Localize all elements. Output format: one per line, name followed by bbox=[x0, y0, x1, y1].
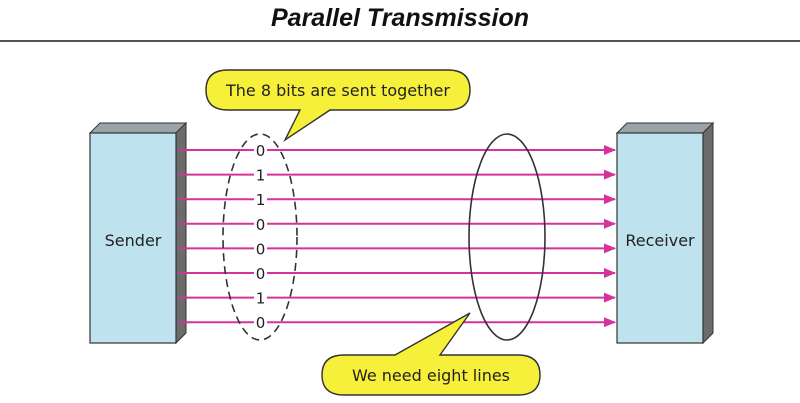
sender-device: Sender bbox=[88, 121, 188, 345]
bit-background-4 bbox=[254, 214, 267, 232]
callout-top-text: The 8 bits are sent together bbox=[225, 81, 450, 100]
transmission-lines bbox=[179, 145, 616, 328]
bit-value-8: 0 bbox=[256, 314, 266, 332]
callout-bottom-text: We need eight lines bbox=[352, 366, 510, 385]
bit-value-4: 0 bbox=[256, 216, 266, 234]
bit-value-3: 1 bbox=[256, 191, 266, 209]
bits-group-ellipse bbox=[222, 133, 298, 341]
bit-background-8 bbox=[254, 313, 267, 331]
receiver-label: Receiver bbox=[625, 231, 695, 250]
bit-values: 0 1 1 0 0 0 1 0 bbox=[254, 141, 267, 332]
lines-group-ellipse bbox=[468, 133, 546, 341]
bit-background-1 bbox=[254, 141, 267, 158]
bit-background-2 bbox=[254, 165, 267, 183]
callout-bottom: We need eight lines bbox=[321, 312, 541, 396]
callout-top: The 8 bits are sent together bbox=[205, 69, 471, 143]
bit-background-7 bbox=[254, 288, 267, 306]
bit-value-5: 0 bbox=[256, 240, 266, 258]
bit-value-2: 1 bbox=[256, 167, 266, 185]
bit-background-6 bbox=[254, 264, 267, 281]
bit-background-3 bbox=[254, 190, 267, 208]
bit-background-5 bbox=[254, 239, 267, 257]
receiver-device: Receiver bbox=[615, 121, 715, 345]
bit-value-6: 0 bbox=[256, 265, 266, 283]
bit-value-7: 1 bbox=[256, 290, 266, 308]
sender-label: Sender bbox=[105, 231, 162, 250]
page-title: Parallel Transmission bbox=[271, 4, 529, 32]
bit-value-1: 0 bbox=[256, 142, 266, 160]
title-divider bbox=[0, 40, 800, 42]
